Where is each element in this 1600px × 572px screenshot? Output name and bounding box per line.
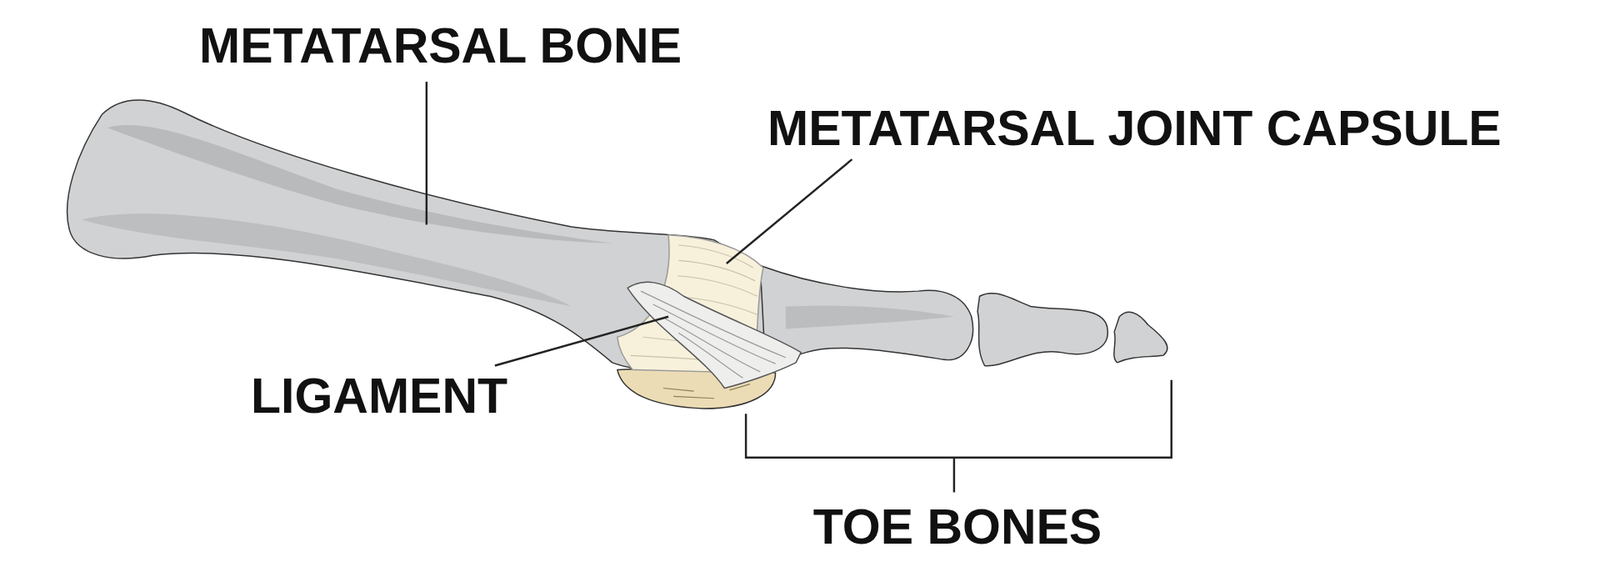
bracket-stem bbox=[953, 457, 955, 493]
part-label: LIGAMENT bbox=[250, 371, 508, 421]
bone-shading bbox=[785, 305, 955, 330]
ligament bbox=[627, 281, 801, 388]
ligament-fibres bbox=[640, 290, 786, 378]
part-label: METATARSAL JOINT CAPSULE bbox=[767, 104, 1502, 154]
leader-line bbox=[425, 81, 428, 225]
middle-phalanx bbox=[977, 293, 1108, 366]
leader-line bbox=[726, 159, 853, 264]
pad-marks bbox=[663, 384, 750, 399]
bone-shading bbox=[81, 213, 572, 306]
part-label: TOE BONES bbox=[813, 502, 1102, 552]
part-label: METATARSAL BONE bbox=[199, 21, 682, 71]
bracket bbox=[745, 380, 1172, 458]
leader-line bbox=[495, 316, 669, 366]
distal-phalanx bbox=[1114, 311, 1168, 363]
